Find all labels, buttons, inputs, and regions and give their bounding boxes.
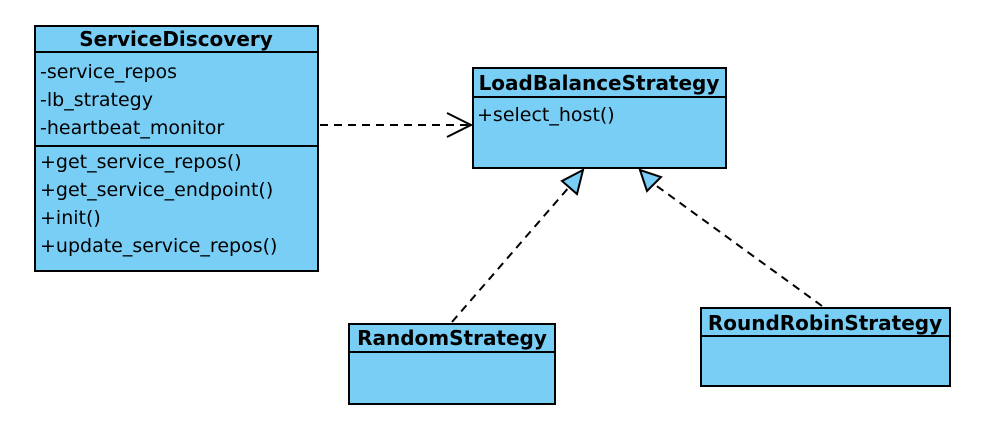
class-name: RoundRobinStrategy xyxy=(708,311,942,335)
class-name: LoadBalanceStrategy xyxy=(479,71,720,95)
operation: +get_service_repos() xyxy=(40,151,242,173)
attribute: -service_repos xyxy=(40,61,177,83)
class-load-balance-strategy[interactable]: LoadBalanceStrategy +select_host() xyxy=(472,67,727,169)
hollow-triangle-icon xyxy=(638,168,663,193)
attribute: -lb_strategy xyxy=(40,89,153,111)
realization-line xyxy=(451,185,571,323)
operation: +select_host() xyxy=(477,104,615,126)
class-box xyxy=(348,323,556,405)
operation: +init() xyxy=(40,207,101,229)
class-name: RandomStrategy xyxy=(357,326,547,350)
class-box xyxy=(34,25,319,272)
operation: +update_service_repos() xyxy=(40,235,277,257)
dependency-arrow xyxy=(320,112,474,138)
class-round-robin-strategy[interactable]: RoundRobinStrategy xyxy=(700,307,951,387)
realization-line xyxy=(653,183,823,307)
open-arrowhead-icon xyxy=(446,112,474,138)
hollow-triangle-icon xyxy=(560,168,585,196)
class-service-discovery[interactable]: ServiceDiscovery -service_repos -lb_stra… xyxy=(34,25,319,272)
class-box xyxy=(472,67,727,169)
realization-arrow-random xyxy=(451,168,585,323)
class-box xyxy=(700,307,951,387)
class-random-strategy[interactable]: RandomStrategy xyxy=(348,323,556,405)
attribute: -heartbeat_monitor xyxy=(40,117,224,139)
operation: +get_service_endpoint() xyxy=(40,179,273,201)
class-name: ServiceDiscovery xyxy=(79,27,273,51)
realization-arrow-round-robin xyxy=(638,168,823,307)
